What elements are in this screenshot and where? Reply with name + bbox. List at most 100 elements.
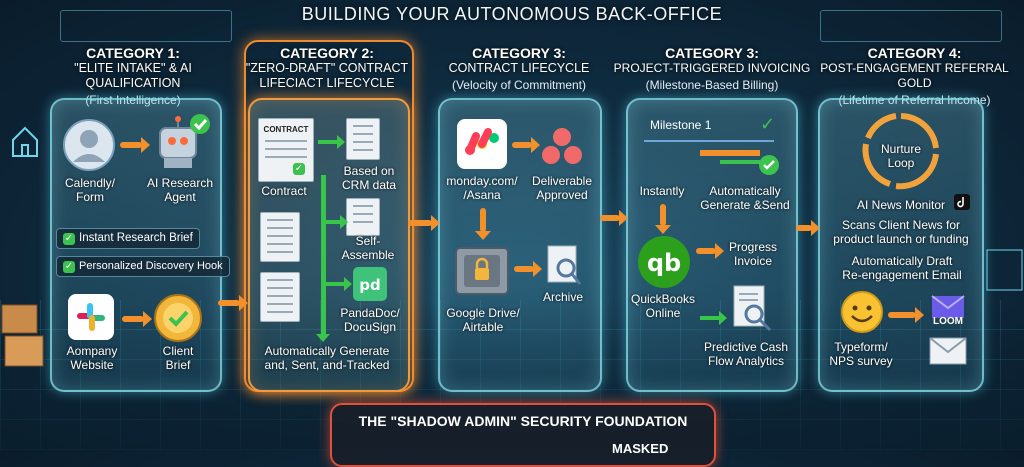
milestone-gantt: Milestone 1 ✓ [640,112,786,182]
green-arrow-self [323,215,348,229]
category-invoicing-title: CATEGORY 3: [665,45,759,61]
category-2-title: CATEGORY 2: [280,45,374,61]
approval-badge-icon [152,292,204,344]
ai-news-monitor-label: AI News Monitor [856,198,946,212]
brief-pill-text: Instant Research Brief [79,232,193,244]
category-referral-tagline: (Lifetime of Referral Income) [812,93,1017,108]
robot-icon [150,110,212,172]
discovery-hook-pill: ✓ Personalized Discovery Hook [56,256,230,277]
security-foundation: THE "SHADOW ADMIN" SECURITY FOUNDATION M… [330,403,716,467]
arrow-monday-deliverable [512,137,540,153]
house-icon [10,120,40,160]
check-icon: ✓ [63,261,75,273]
flow-arrow-1 [218,295,248,311]
category-1-header: CATEGORY 1: "ELITE INTAKE" & AI QUALIFIC… [38,45,228,108]
typeform-label: Typeform/ NPS survey [829,340,893,368]
flow-arrow-3 [600,210,628,226]
panel-referral [818,98,984,392]
pandadoc-icon: pd [352,266,388,302]
monday-label: monday.com/ /Asana [446,174,518,202]
category-5-header: CATEGORY 4: POST-ENGAGEMENT REFERRAL GOL… [812,45,1017,108]
page-title: BUILDING YOUR AUTONOMOUS BACK-OFFICE [301,4,723,24]
cashflow-label: Predictive Cash Flow Analytics [703,340,789,368]
category-4-header: CATEGORY 3: PROJECT-TRIGGERED INVOICING … [612,45,812,93]
category-1-subtitle: "ELITE INTAKE" & AI QUALIFICATION [74,61,192,90]
monday-icon [456,118,508,170]
category-invoicing-tagline: (Milestone-Based Billing) [645,78,779,92]
arrow-qb-progress [696,243,724,259]
draft-email-label: Automatically Draft Re-engagement Email [842,254,962,282]
instant-research-brief-pill: ✓ Instant Research Brief [56,228,200,249]
asana-icon [540,126,584,166]
hook-pill-text: Personalized Discovery Hook [79,260,223,272]
loom-label: LOOM [933,316,963,327]
milestone-check-icon [758,154,780,176]
green-arrow-cash [700,311,727,325]
vault-lock-icon [454,246,510,298]
smiley-icon [840,290,884,334]
draft-doc-icon-1 [260,212,300,262]
category-3-tagline: (Velocity of Commitment) [451,78,587,92]
crm-doc-icon [346,118,380,160]
category-1-tagline: (First Intelligence) [38,93,228,108]
archive-label: Archive [542,290,583,304]
arrow-instantly-qb [655,204,671,234]
check-icon: ✓ [293,163,305,175]
check-icon: ✓ [760,114,776,134]
foundation-masked-label: MASKED [612,441,669,456]
scans-label: Scans Client News for product launch or … [833,218,969,246]
check-icon: ✓ [63,233,75,245]
city-skyline-decor [60,10,232,42]
gantt-bar [700,150,760,156]
user-avatar-icon [62,118,116,172]
crm-label: Based on CRM data [341,164,397,192]
tiktok-icon [954,194,970,210]
arrow-gdrive-archive [514,261,542,277]
quickbooks-icon: qb [636,234,692,290]
category-invoicing-subtitle: PROJECT-TRIGGERED INVOICING [613,61,811,75]
category-referral-subtitle: POST-ENGAGEMENT REFERRAL GOLD [820,61,1009,90]
nurture-loop-label: Nurture Loop [880,142,921,170]
green-arrow-crm [318,135,345,149]
category-3-subtitle: CONTRACT LIFECYCLE [448,61,590,75]
autogen-label: Automatically Generate &Send [700,184,790,212]
category-3-header: CATEGORY 3: CONTRACT LIFECYCLE (Velocity… [424,45,614,93]
arrow-company-client [122,311,152,327]
slack-icon [66,292,116,342]
category-1-title: CATEGORY 1: [86,45,180,61]
email-envelope-icon [928,334,968,366]
category-3-title: CATEGORY 3: [472,45,566,61]
arrow-calendly-agent [120,137,150,153]
stats-panel-decor [820,10,1002,42]
arrow-survey-loom [888,307,924,323]
contract-label: Contract [261,184,307,198]
calendly-label: Calendly/ Form [64,176,116,204]
ai-research-agent-label: AI Research Agent [146,176,214,204]
milestone-label: Milestone 1 [650,118,712,132]
green-arrow-pandadoc [323,277,352,291]
category-2-header: CATEGORY 2: "ZERO-DRAFT" CONTRACT LIFECI… [232,45,422,91]
auto-generate-label: Automatically Generate and, Sent, and-Tr… [264,344,390,372]
boxes-decor-icon [0,300,45,370]
svg-text:pd: pd [359,276,380,294]
loom-icon: LOOM [926,294,970,328]
arrow-monday-gdrive [475,208,491,240]
desk-decor-icon [985,240,1024,320]
archive-search-icon [544,244,584,288]
client-brief-label: Client Brief [162,344,194,372]
self-assemble-doc-icon [346,198,380,236]
cashflow-report-icon [730,284,774,334]
category-2-subtitle: "ZERO-DRAFT" CONTRACT LIFECIACT LIFECYCL… [245,61,409,90]
self-assemble-label: Self- Assemble [341,234,395,262]
svg-text:qb: qb [647,249,681,277]
draft-doc-icon-2 [260,272,300,322]
deliverable-label: Deliverable Approved [531,174,593,202]
foundation-title: THE "SHADOW ADMIN" SECURITY FOUNDATION [358,413,688,429]
nurture-loop-icon [856,108,946,194]
gantt-bar-2 [720,160,760,164]
gdrive-label: Google Drive/ Airtable [446,306,520,334]
progress-invoice-label: Progress Invoice [728,240,778,268]
flow-arrow-4 [796,220,820,236]
gantt-line [644,140,774,142]
pandadoc-label: PandaDoc/ DocuSign [340,306,400,334]
